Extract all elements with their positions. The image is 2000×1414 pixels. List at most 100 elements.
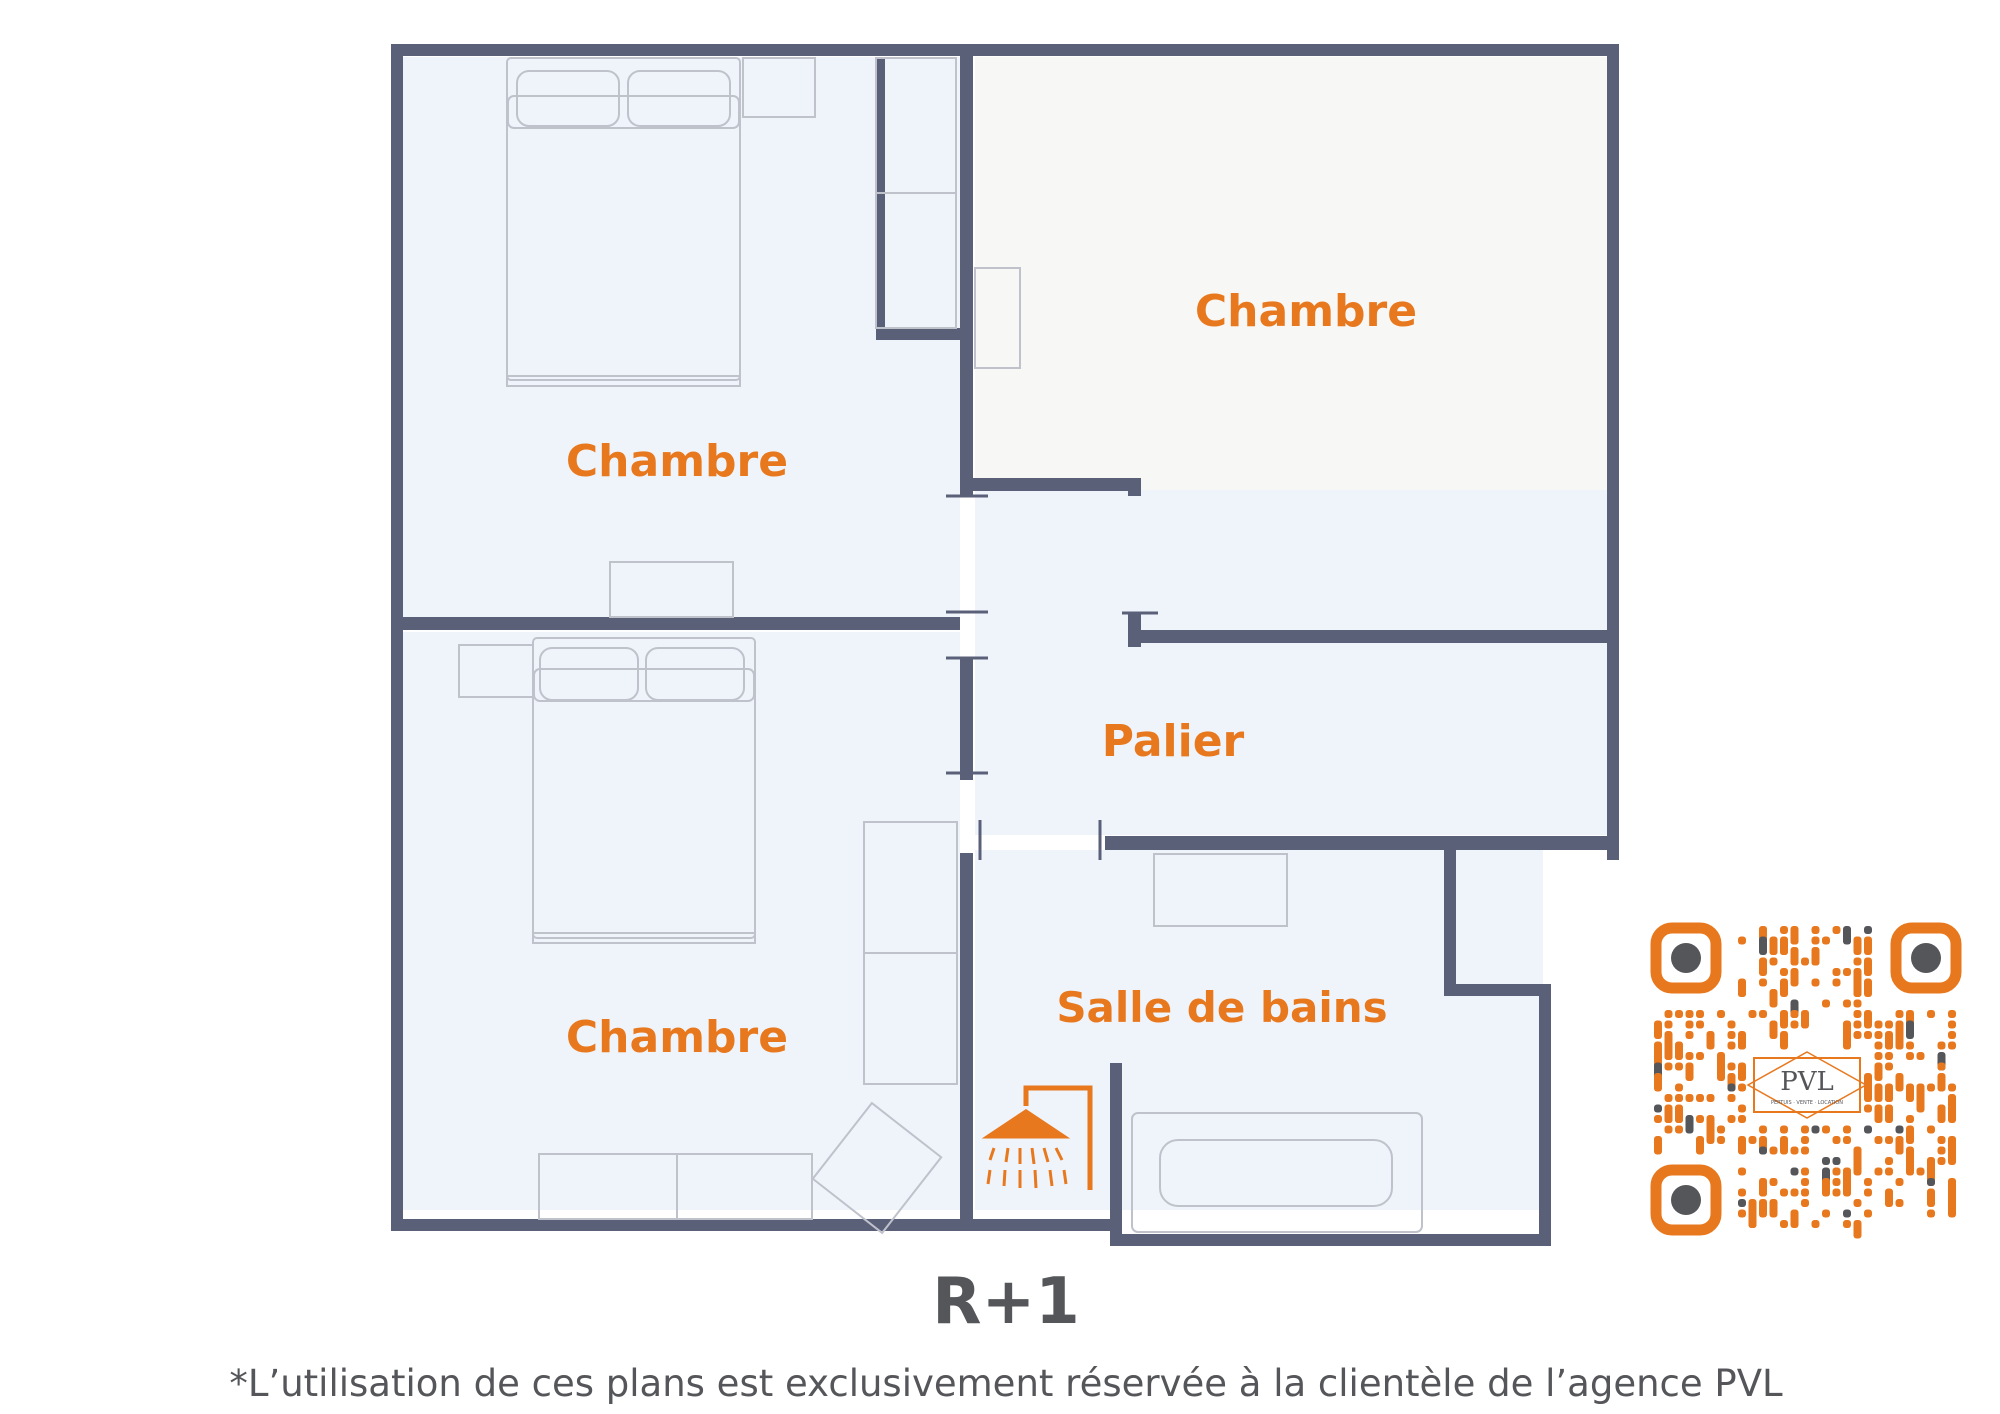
qr-module (1685, 1020, 1694, 1029)
qr-module (1916, 1052, 1925, 1060)
qr-module (1864, 1125, 1872, 1134)
qr-module (1874, 1104, 1883, 1123)
qr-module (1675, 1010, 1683, 1018)
qr-module (1906, 1052, 1914, 1060)
room-floors (403, 57, 1607, 1210)
qr-module (1948, 1031, 1956, 1039)
qr-module (1759, 1188, 1767, 1197)
door-openings (946, 494, 1158, 860)
qr-module (1864, 1031, 1872, 1039)
pvl-logo-subtext: PERTUIS · VENTE · LOCATION (1771, 1100, 1843, 1106)
qr-module (1843, 1136, 1851, 1144)
qr-finder-top-right (1890, 922, 1962, 994)
qr-module (1853, 1220, 1862, 1239)
qr-module (1780, 968, 1788, 976)
qr-module (1780, 1125, 1788, 1134)
qr-module (1780, 1188, 1788, 1197)
qr-module (1864, 1188, 1872, 1197)
qr-module (1685, 1010, 1694, 1018)
qr-module (1937, 1146, 1946, 1155)
qr-module (1675, 1083, 1683, 1092)
qr-module (1811, 1125, 1820, 1134)
qr-module (1874, 1083, 1883, 1102)
desk-top-left (609, 561, 734, 618)
qr-module (1727, 1094, 1736, 1102)
qr-module (1780, 947, 1788, 955)
qr-module (1654, 1115, 1662, 1123)
qr-module (1696, 1020, 1704, 1029)
qr-module (1885, 1104, 1893, 1123)
chair-bottom-left (811, 1101, 943, 1235)
qr-module (1654, 1136, 1662, 1155)
qr-module (1759, 957, 1767, 976)
qr-module (1853, 989, 1862, 997)
qr-module (1696, 1010, 1704, 1018)
qr-module (1937, 1062, 1946, 1071)
qr-module (1843, 1209, 1851, 1218)
qr-module (1675, 1094, 1683, 1102)
qr-finder-top-left (1650, 922, 1722, 994)
qr-module (1717, 1136, 1725, 1144)
qr-module (1801, 1136, 1809, 1144)
qr-module (1696, 1115, 1704, 1123)
qr-module (1853, 999, 1862, 1008)
qr-module (1654, 1104, 1662, 1113)
qr-module (1759, 1199, 1767, 1218)
qr-module (1706, 1031, 1715, 1050)
qr-module (1885, 1136, 1893, 1144)
chest-bottom-left (538, 1153, 813, 1220)
qr-module (1675, 1062, 1683, 1071)
qr-module (1790, 968, 1799, 987)
qr-module (1874, 1052, 1883, 1060)
qr-module (1853, 1157, 1862, 1176)
qr-module (1748, 1010, 1757, 1018)
qr-module (1727, 1041, 1736, 1050)
qr-finder-bottom-left (1650, 1164, 1722, 1236)
wardrobe-top-left (875, 57, 957, 329)
qr-module (1738, 1199, 1746, 1207)
qr-module (1927, 1188, 1935, 1207)
qr-module (1948, 1041, 1956, 1050)
qr-module (1843, 926, 1851, 945)
qr-module (1738, 1167, 1746, 1176)
bed-top-left (506, 57, 741, 387)
qr-module (1769, 989, 1778, 1008)
room-label-bathroom: Salle de bains (1056, 983, 1387, 1032)
qr-module (1759, 978, 1767, 987)
qr-module (1780, 1031, 1788, 1050)
qr-module (1853, 1199, 1862, 1207)
qr-module (1727, 1083, 1736, 1092)
room-label-bedroom-top-right: Chambre (1195, 286, 1417, 337)
qr-module (1706, 1094, 1715, 1102)
qr-module (1927, 1083, 1935, 1092)
qr-module (1885, 1020, 1893, 1029)
qr-module (1832, 1157, 1841, 1165)
qr-module (1769, 947, 1778, 955)
qr-module (1822, 1125, 1830, 1134)
qr-module (1675, 1115, 1683, 1123)
qr-module (1906, 1041, 1914, 1050)
qr-module (1832, 1188, 1841, 1197)
qr-module (1706, 1125, 1715, 1144)
qr-module (1738, 989, 1746, 997)
qr-module (1822, 936, 1830, 945)
qr-module (1738, 1104, 1746, 1113)
qr-module (1895, 1073, 1904, 1092)
qr-module (1811, 936, 1820, 945)
qr-module (1832, 1136, 1841, 1144)
qr-module (1664, 1062, 1673, 1071)
qr-module (1780, 1220, 1788, 1228)
qr-module (1664, 1052, 1673, 1060)
qr-module (1790, 1146, 1799, 1155)
qr-module (1664, 1125, 1673, 1134)
qr-module (1885, 1052, 1893, 1060)
qr-module (1664, 1020, 1673, 1029)
qr-module (1748, 1136, 1757, 1144)
qr-module (1864, 957, 1872, 976)
qr-module (1948, 1010, 1956, 1018)
qr-module (1769, 1178, 1778, 1186)
qr-module (1864, 1010, 1872, 1029)
qr-module (1885, 1062, 1893, 1071)
qr-module (1853, 957, 1862, 966)
qr-module (1801, 1125, 1809, 1134)
